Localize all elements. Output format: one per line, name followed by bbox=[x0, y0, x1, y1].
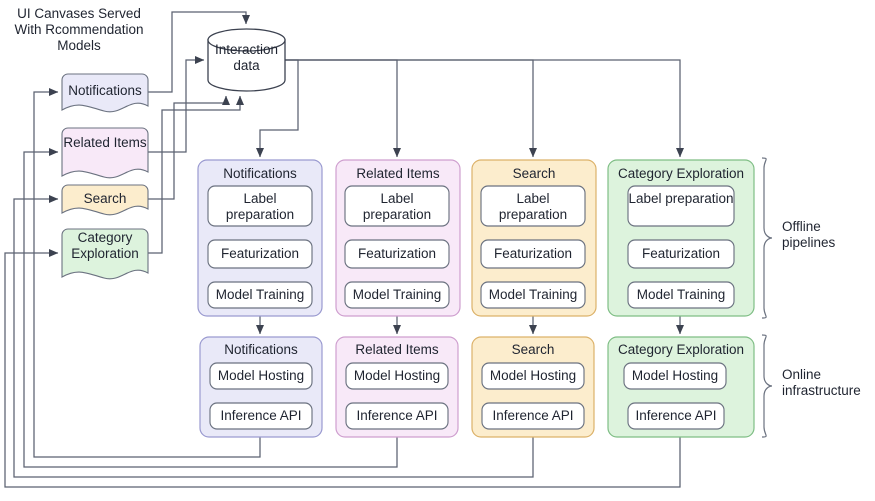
doc-shape-related-items bbox=[61, 127, 149, 179]
edge-online-category-to-canvas bbox=[4, 248, 681, 488]
edge-category-to-store bbox=[148, 95, 244, 254]
brace-offline bbox=[761, 157, 773, 319]
ui-canvas-shapes bbox=[61, 73, 149, 280]
edge-store-to-offline-related bbox=[285, 59, 402, 158]
doc-shape-search bbox=[61, 184, 149, 216]
edge-notifications-to-store bbox=[148, 11, 251, 93]
brace-online bbox=[761, 334, 773, 438]
edge-store-to-offline-search bbox=[285, 59, 538, 158]
edge-related-items-to-store bbox=[148, 55, 205, 153]
brace-group bbox=[761, 157, 773, 438]
edge-store-to-offline-category bbox=[285, 59, 685, 158]
edge-online-notifications-to-canvas bbox=[33, 87, 261, 458]
doc-shape-category-exploration bbox=[61, 228, 149, 280]
doc-shape-notifications bbox=[61, 73, 149, 113]
interaction-data-cylinder bbox=[207, 28, 286, 92]
online-step-nodes bbox=[209, 362, 727, 430]
edge-search-to-store bbox=[148, 95, 230, 200]
edge-online-search-to-canvas bbox=[13, 194, 534, 478]
offline-step-nodes bbox=[207, 185, 735, 309]
edge-online-related-to-canvas bbox=[23, 147, 398, 468]
